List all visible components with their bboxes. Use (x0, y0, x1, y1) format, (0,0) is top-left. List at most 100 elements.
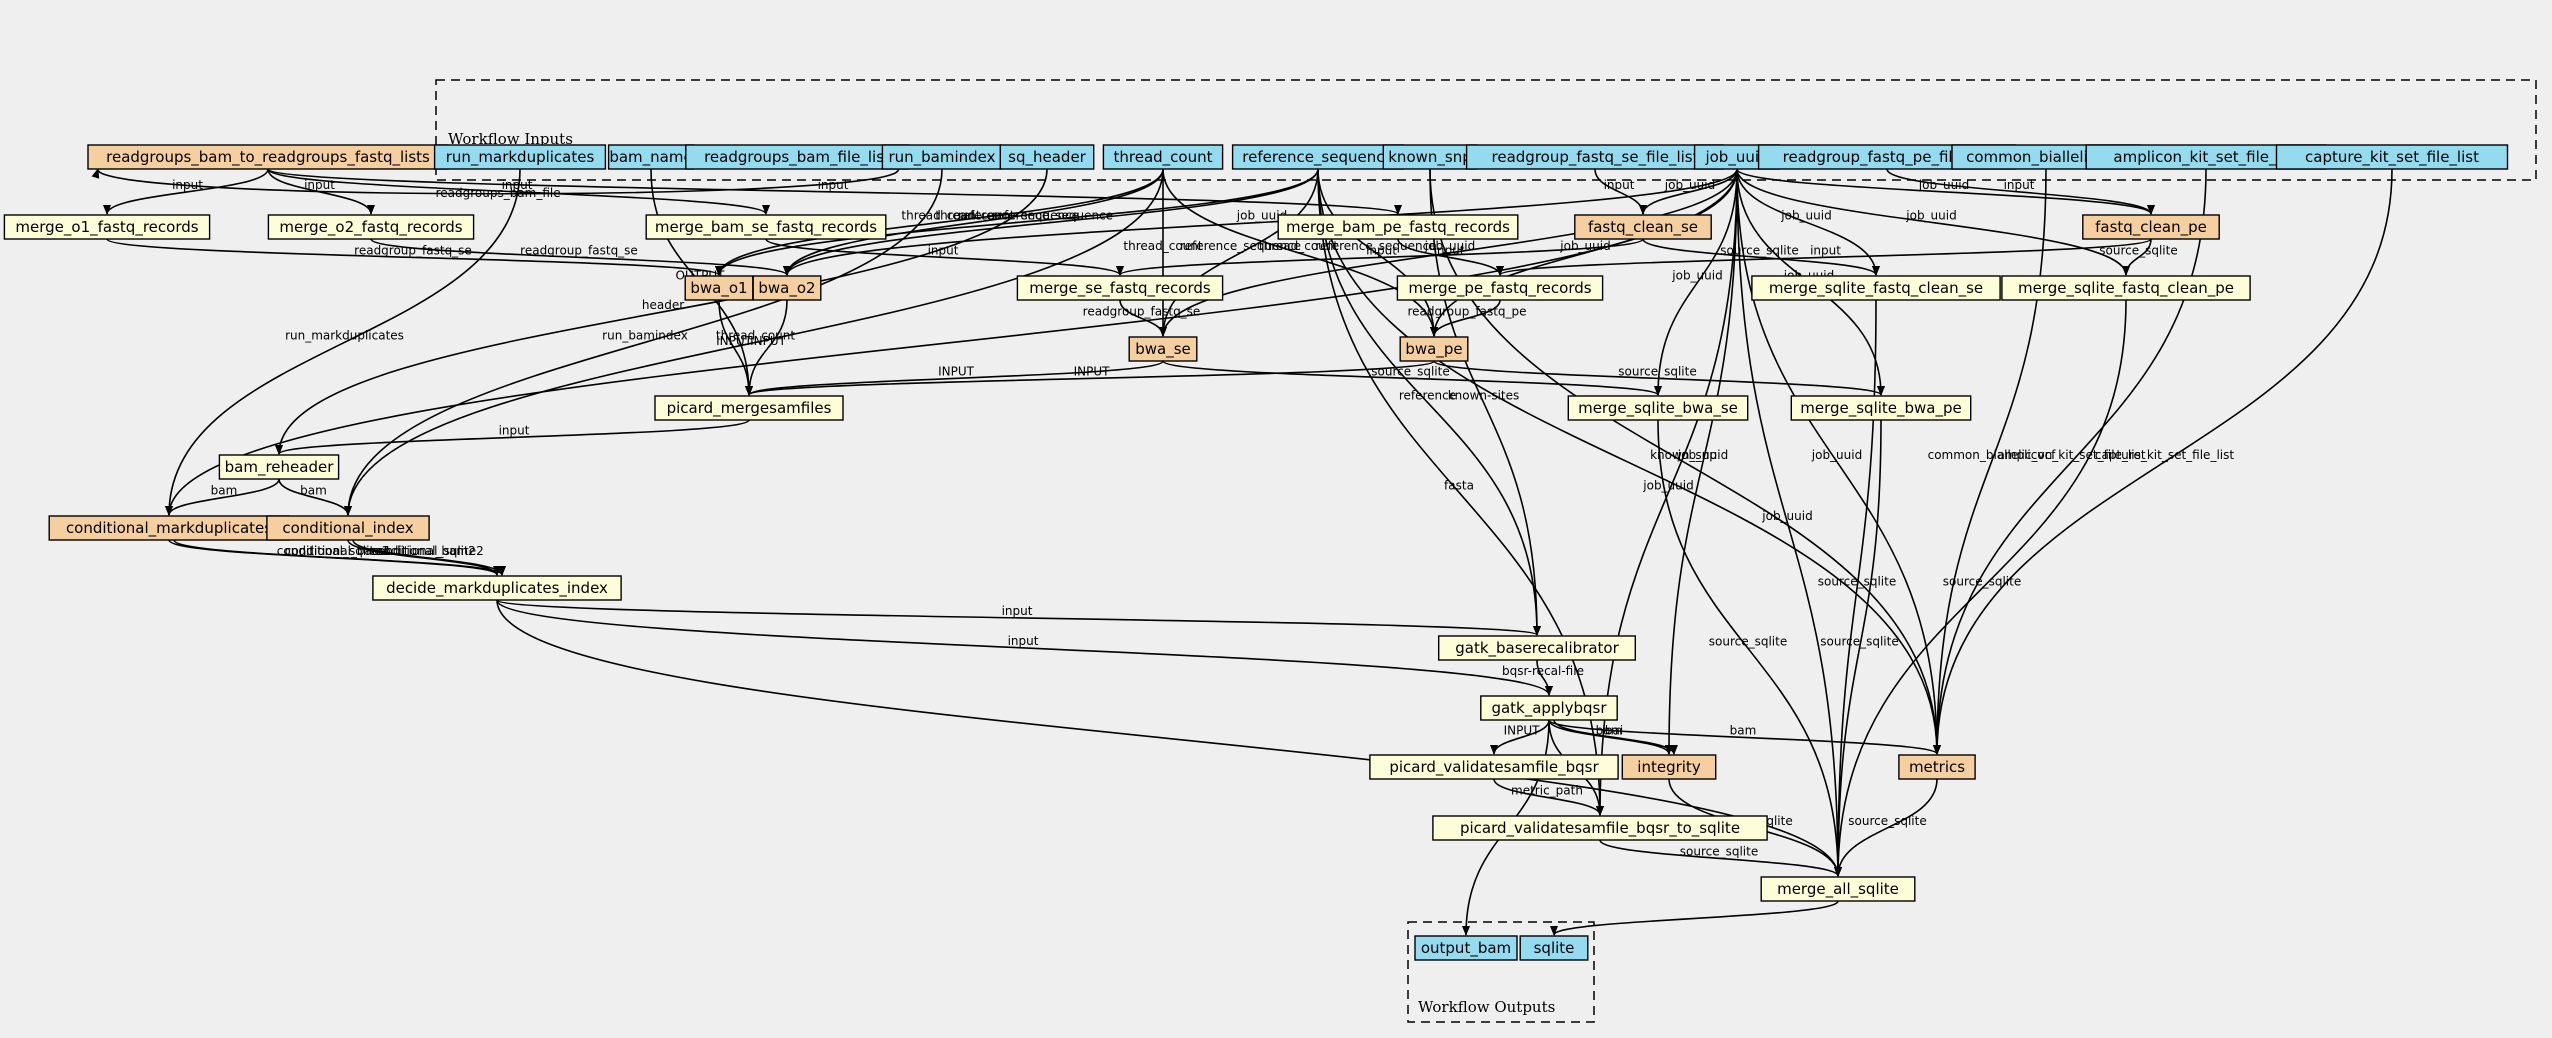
node-box (1437, 635, 1636, 661)
node-known-snp: known_snp (1382, 144, 1478, 170)
workflow-inputs-title: Workflow Inputs (448, 130, 573, 148)
edge-merge-bam-pe-fastq-records-to-merge-pe-fastq-records: input (1397, 238, 1504, 276)
edge-label: job_uuid (1664, 178, 1715, 192)
edge-path (1159, 168, 1738, 337)
node-label: merge_pe_fastq_records (1408, 279, 1591, 298)
node-label: run_markduplicates (446, 148, 595, 167)
node-label: merge_sqlite_fastq_clean_se (1769, 279, 1983, 298)
edge-path (783, 168, 1738, 276)
edge-merge-o2-fastq-records-to-bwa-o2: readgroup_fastq_se (370, 238, 791, 276)
edge-bwa-o2-to-picard-mergesamfiles: INPUT (745, 299, 788, 396)
node-box (1102, 144, 1224, 170)
edge-path (1736, 168, 1941, 755)
edge-path (1654, 168, 1738, 396)
edge-label: source_sqlite (2099, 244, 2177, 258)
edge-job-uuid-to-fastq-clean-se: job_uuid (1639, 168, 1738, 215)
edge-label: input (499, 424, 530, 438)
edge-label: job_uuid (1671, 269, 1722, 283)
node-box (218, 454, 340, 480)
edge-path (1834, 419, 1882, 877)
edge-path (91, 168, 900, 195)
node-label: bwa_pe (1405, 340, 1462, 359)
edge-path (1159, 168, 1319, 337)
edge-path (1886, 168, 2155, 215)
edge-path (1736, 168, 1842, 877)
node-label: readgroups_bam_file_list (704, 148, 890, 167)
edge-path (1933, 168, 2393, 755)
node-label: decide_markduplicates_index (386, 579, 608, 598)
edge-picard-validatesamfile-bqsr-to-sqlite-to-merge-all-sqlite: source_sqlite (1599, 839, 1842, 877)
node-bwa-o1: bwa_o1 (684, 275, 754, 301)
edge-bwa-pe-to-merge-sqlite-bwa-pe: source_sqlite (1433, 360, 1885, 396)
edge-label: source_sqlite (1709, 635, 1787, 649)
edge-reference-sequence-to-bwa-se: reference_sequence (1159, 168, 1319, 337)
edge-label: source_sqlite (1720, 244, 1798, 258)
node-label: merge_se_fastq_records (1029, 279, 1211, 298)
edge-path (275, 168, 1048, 455)
edge-reference-sequence-to-bwa-o2: reference_sequence (783, 168, 1319, 276)
edge-fastq-clean-pe-to-merge-pe-fastq-records: input (1496, 238, 2152, 276)
edge-label: source_sqlite (1943, 575, 2021, 589)
edge-merge-pe-fastq-records-to-bwa-pe: readgroup_fastq_pe (1407, 299, 1527, 337)
edge-run-markduplicates-to-conditional-markduplicates: run_markduplicates (165, 168, 521, 516)
edge-path (1317, 168, 1941, 755)
edge-picard-mergesamfiles-to-bam-reheader: input (275, 419, 750, 455)
edge-job-uuid-to-bwa-o2: job_uuid (783, 168, 1738, 276)
node-label: bam_reheader (225, 458, 335, 477)
node-label: sq_header (1008, 148, 1087, 167)
node-conditional-index: conditional_index (266, 515, 430, 541)
node-box (1760, 876, 1916, 902)
edge-label: input (1002, 604, 1033, 618)
node-label: readgroup_fastq_pe_file_list (1783, 148, 1992, 167)
workflow-outputs-title: Workflow Outputs (1418, 998, 1555, 1016)
edge-label: input (1366, 244, 1397, 258)
node-label: run_bamindex (888, 148, 995, 167)
edge-reference-sequence-to-bwa-o1: reference_sequence (715, 168, 1319, 276)
edge-path (103, 168, 269, 215)
edge-label: input (2004, 178, 2035, 192)
edge-path (1736, 168, 2130, 276)
edge-label: readgroup_fastq_se (1083, 305, 1201, 319)
edge-label: known_snp (1650, 448, 1717, 462)
edge-bam-reheader-to-conditional-index: bam (278, 478, 352, 516)
edge-path (344, 168, 1164, 516)
node-merge-pe-fastq-records: merge_pe_fastq_records (1396, 275, 1604, 301)
edge-path (352, 539, 506, 576)
node-label: job_uuid (1704, 148, 1768, 167)
edge-path (715, 168, 1164, 276)
node-box (1382, 144, 1478, 170)
edge-gatk-applybqsr-to-picard-validatesamfile-bqsr: INPUT (1490, 719, 1550, 755)
node-merge-sqlite-fastq-clean-se: merge_sqlite_fastq_clean_se (1751, 275, 2001, 301)
edge-path (1493, 778, 1604, 816)
edge-bam-reheader-to-conditional-markduplicates: bam (165, 478, 280, 516)
node-box (1016, 275, 1224, 301)
node-metrics: metrics (1898, 754, 1976, 780)
edge-path (1116, 238, 1644, 276)
edge-merge-se-fastq-records-to-bwa-se: readgroup_fastq_se (1083, 299, 1201, 337)
edge-readgroups-bam-to-readgroups-fastq-lists-to-merge-bam-pe-fastq-records: input (267, 168, 1402, 215)
edge-label: reference_sequence (992, 209, 1113, 223)
edge-job-uuid-to-integrity: job_uuid (1665, 168, 1738, 755)
edge-sq-header-to-bam-reheader: header (275, 168, 1048, 455)
edge-path (1162, 168, 1438, 337)
node-label: merge_all_sqlite (1777, 880, 1899, 899)
node-label: picard_validatesamfile_bqsr (1389, 758, 1599, 777)
edge-path (1317, 168, 1541, 636)
node-box (2275, 144, 2509, 170)
edge-label: INPUT (938, 365, 975, 379)
edge-path (1736, 168, 1880, 276)
edge-path (267, 168, 1402, 215)
edge-merge-sqlite-fastq-clean-pe-to-merge-all-sqlite: source_sqlite (1834, 299, 2127, 877)
node-box (1621, 754, 1717, 780)
node-reference-sequence: reference_sequence (1231, 144, 1405, 170)
node-bam-reheader: bam_reheader (218, 454, 340, 480)
edge-path (1496, 238, 2152, 276)
edge-path (165, 168, 521, 516)
node-box (1480, 695, 1618, 721)
edge-path (1536, 659, 1553, 696)
edge-path (1548, 719, 1941, 755)
node-box (1751, 275, 2001, 301)
node-label: readgroups_bam_to_readgroups_fastq_lists (106, 148, 430, 167)
edge-run-bamindex-to-conditional-index: run_bamindex (344, 168, 943, 516)
node-label: bwa_o2 (758, 279, 815, 298)
